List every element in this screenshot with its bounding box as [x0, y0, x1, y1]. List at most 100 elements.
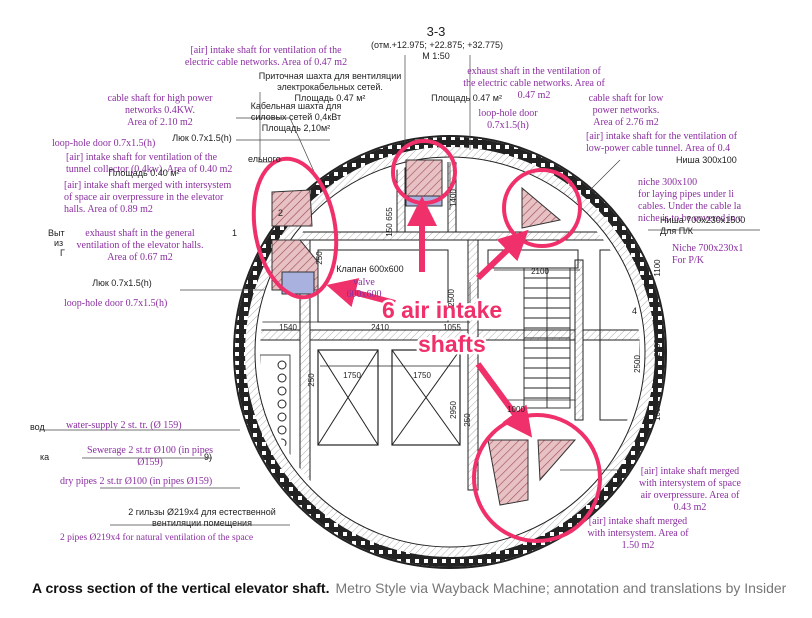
dimension-12: 2950 [449, 401, 458, 419]
english-annotations: [air] intake shaft for ventilation of th… [52, 45, 743, 551]
english-label-12-line-2: For P/K [672, 255, 705, 266]
english-label-13-line-2: 600x600 [347, 289, 382, 300]
english-label-3-line-1: cable shaft for high power [108, 93, 214, 104]
shaft-5 [521, 186, 562, 229]
edge-fragment-4: вод [30, 422, 45, 432]
english-label-10-line-3: halls. Area of 0.89 m2 [64, 204, 153, 215]
english-label-4-line-2: 0.7x1.5(h) [487, 120, 529, 131]
english-label-2-line-1: exhaust shaft in the ventilation of [467, 66, 601, 77]
english-label-10: [air] intake shaft merged with intersyst… [64, 180, 231, 215]
english-label-5-line-1: cable shaft for low [589, 93, 664, 104]
callout-arrows [326, 196, 533, 438]
english-label-13-line-1: valve [353, 277, 375, 288]
russian-label-6: Клапан 600x600 [336, 264, 403, 274]
english-label-17-line-1: dry pipes 2 st.tr Ø100 (in pipes Ø159) [60, 476, 212, 487]
english-label-6: loop-hole door 0.7x1.5(h) [52, 138, 155, 149]
caption-title: A cross section of the vertical elevator… [32, 580, 330, 596]
russian-label-6-line-1: Клапан 600x600 [336, 264, 403, 274]
english-label-8-line-2: tunnel collector (0.4kw). Area of 0.40 m… [66, 164, 232, 175]
edge-fragment-6: 9) [204, 452, 212, 462]
english-label-1-line-2: electric cable networks. Area of 0.47 m2 [185, 57, 347, 68]
callout-label: 6 air intake shafts [380, 295, 505, 360]
dimension-2: 1100 [653, 259, 662, 277]
shaft-1 [271, 189, 313, 227]
english-label-9-line-3: cables. Under the cable la [638, 201, 742, 212]
english-label-16-line-2: Ø159) [137, 457, 163, 468]
russian-label-3: Люк 0.7x1.5(h) [172, 133, 232, 143]
english-label-1: [air] intake shaft for ventilation of th… [185, 45, 347, 68]
highlight-circle-bottom [472, 413, 602, 543]
english-label-9-line-2: for laying pipes under li [638, 189, 734, 200]
dimension-15: 150 [385, 223, 394, 237]
russian-label-5: Люк 0.7x1.5(h) [92, 278, 152, 288]
russian-label-8-line-1: 2 гильзы Ø219x4 для естественной [128, 507, 276, 517]
english-label-3-line-2: networks 0.4KW. [125, 105, 195, 116]
russian-label-1-line-1: Приточная шахта для вентиляции [259, 71, 402, 81]
english-label-19-line-1: [air] intake shaft merged [589, 516, 687, 527]
shaft-6 [487, 439, 529, 506]
english-label-11-line-2: ventilation of the elevator halls. [77, 240, 204, 251]
english-label-20-line-1: 2 pipes Ø219x4 for natural ventilation o… [60, 532, 253, 543]
dimension-3: 1540 [279, 323, 297, 332]
edge-fragment-8: ельного [248, 154, 281, 164]
english-label-18-line-2: with intersystem of space [639, 478, 741, 489]
highlight-circle-left [251, 156, 339, 300]
english-label-10-line-1: [air] intake shaft merged with intersyst… [64, 180, 231, 191]
english-label-7-line-2: low-power cable tunnel. Area of 0.4 [586, 143, 730, 154]
russian-label-10: Ниша 300x100 [676, 155, 737, 165]
russian-label-1-line-2: электрокабельных сетей. [277, 82, 383, 92]
russian-label-9: Площадь 0.47 м² [431, 93, 502, 103]
drawing-header: 3-3 (отм.+12.975; +22.875; +32.775) М 1:… [371, 24, 503, 61]
english-label-4-line-1: loop-hole door [478, 108, 538, 119]
english-label-14-line-1: loop-hole door 0.7x1.5(h) [64, 298, 167, 309]
caption-source: Metro Style via Wayback Machine; annotat… [335, 580, 787, 596]
dimension-17: 250 [307, 373, 316, 387]
english-label-11-line-1: exhaust shaft in the general [85, 228, 195, 239]
dimension-10: 2500 [653, 339, 662, 357]
russian-label-3-line-1: Люк 0.7x1.5(h) [172, 133, 232, 143]
russian-label-7-line-2: Для П/К [660, 226, 694, 236]
english-label-14: loop-hole door 0.7x1.5(h) [64, 298, 167, 309]
edge-fragment-7: 1 [232, 228, 237, 238]
dimension-13: 2500 [633, 355, 642, 373]
russian-label-7-line-1: Ниша 700x230x1500 [660, 215, 745, 225]
russian-label-4-line-1: Площадь 0.40 м² [109, 168, 180, 178]
english-label-2-line-2: the electric cable networks. Area of [463, 78, 605, 89]
floor-plan [260, 162, 640, 542]
shaft-4 [405, 159, 443, 197]
edge-fragment-5: ка [40, 452, 49, 462]
english-label-19-line-3: 1.50 m2 [622, 540, 655, 551]
dimension-8: 1000 [507, 405, 525, 414]
dimension-11: 2500 [447, 289, 456, 307]
edge-fragment-3: Г [60, 248, 65, 258]
russian-label-4: Площадь 0.40 м² [109, 168, 180, 178]
english-label-8: [air] intake shaft for ventilation of th… [66, 152, 232, 175]
russian-label-5-line-1: Люк 0.7x1.5(h) [92, 278, 152, 288]
dimension-6: 1750 [343, 371, 361, 380]
elevation-label: (отм.+12.975; +22.875; +32.775) [371, 40, 503, 50]
russian-label-2-line-2: силовых сетей 0,4кВт [251, 112, 341, 122]
edge-fragment-9: 2 [278, 208, 283, 218]
english-label-5-line-3: Area of 2.76 m2 [593, 117, 659, 128]
english-label-7: [air] intake shaft for the ventilation o… [586, 131, 738, 154]
english-label-9-line-1: niche 300x100 [638, 177, 697, 188]
section-title: 3-3 [427, 24, 446, 39]
english-label-12-line-1: Niche 700x230x1 [672, 243, 743, 254]
image-caption: A cross section of the vertical elevator… [32, 578, 792, 618]
